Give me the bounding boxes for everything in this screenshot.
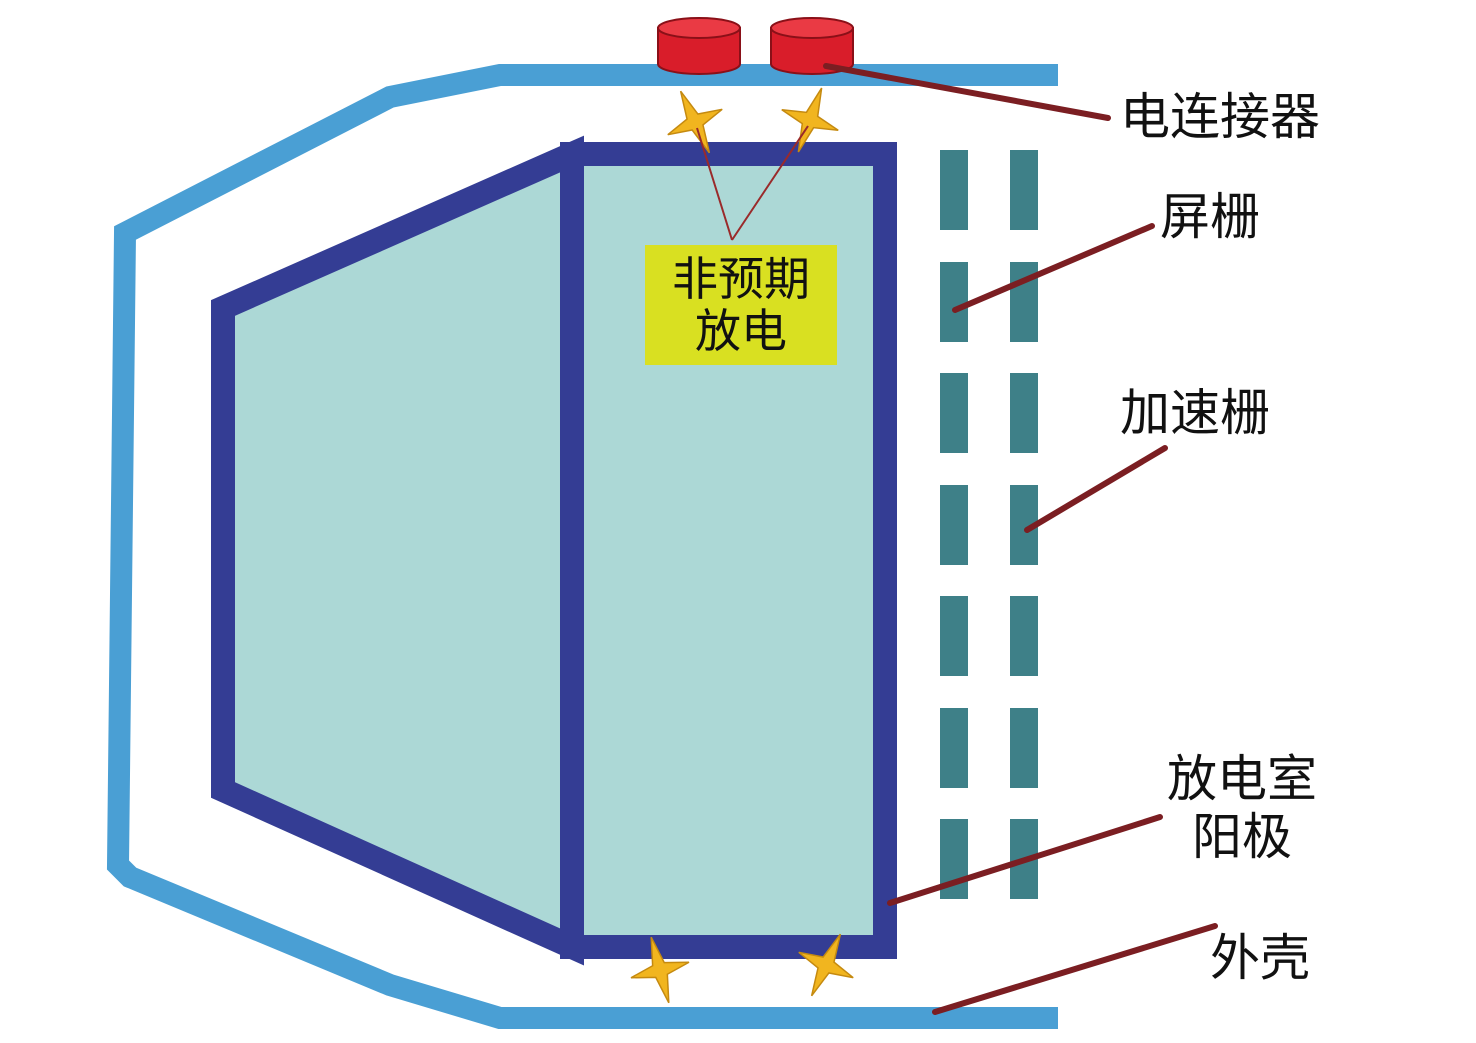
discharge-pointers	[696, 125, 809, 241]
leader-screen-grid	[952, 223, 1155, 313]
connector-left	[657, 17, 741, 75]
unexpected-discharge-label: 非预期 放电	[645, 245, 837, 365]
discharge-label-line2: 放电	[695, 304, 787, 358]
label-anode-line1: 放电室	[1167, 750, 1317, 808]
connector-right	[770, 17, 854, 75]
outer-shell	[106, 64, 1058, 1029]
label-screen-grid: 屏栅	[1160, 188, 1260, 246]
label-anode: 放电室 阳极	[1142, 750, 1342, 866]
screen-grid	[940, 150, 968, 899]
label-accel-grid: 加速栅	[1120, 384, 1270, 442]
spark-icon-bottom-left	[630, 936, 690, 1004]
leader-shell	[932, 923, 1218, 1015]
leader-connector	[823, 63, 1111, 121]
leader-lines	[823, 63, 1218, 1015]
discharge-label-line1: 非预期	[672, 252, 810, 306]
spark-icon-top-left	[667, 90, 723, 154]
label-connector: 电连接器	[1120, 88, 1320, 146]
label-anode-line2: 阳极	[1192, 808, 1292, 866]
spark-icon-bottom-right	[798, 933, 854, 997]
label-shell: 外壳	[1210, 929, 1310, 987]
leader-accel-grid	[1024, 445, 1168, 533]
leader-anode	[887, 814, 1163, 906]
anode-side-panel	[211, 135, 584, 966]
spark-icon-top-right	[781, 87, 839, 153]
